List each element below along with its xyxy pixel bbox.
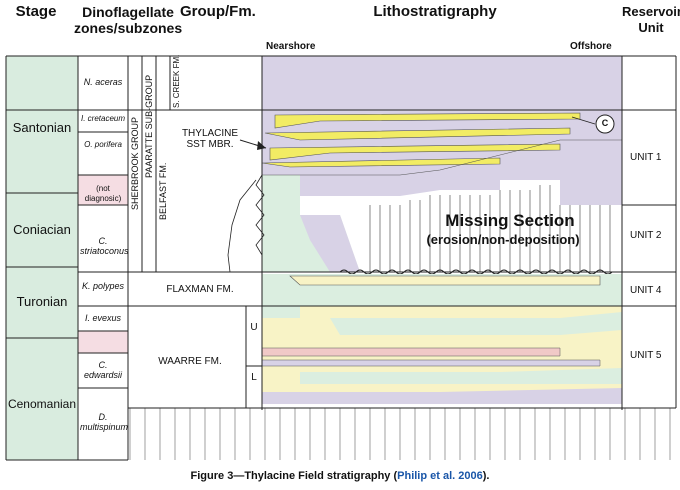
zone-i-cretaceum: I. cretaceum [80,114,125,123]
stage-column [6,56,78,460]
belfast-fm-label: BELFAST FM. [158,162,168,220]
unit-4: UNIT 4 [630,285,662,296]
zone-not-diagnostic: (not diagnosic) [84,184,122,203]
zone-k-polypes: K. polypes [81,281,125,291]
s-creek-fm-label: S. CREEK FM. [172,54,181,108]
stage-santonian: Santonian [12,120,72,135]
caption-suffix: ). [482,470,490,482]
marker-arrow [571,116,596,125]
zone-c-striatoconus: C. striatoconus [80,236,129,256]
zone-c-edwardsii: C. edwardsii [83,360,123,380]
marker-letter: C [601,118,609,128]
thylacine-sand-strips [261,112,581,168]
waarre-u-label: U [250,322,258,333]
zone-not-diagnostic-box [78,175,128,205]
zone-n-aceras: N. aceras [83,77,123,87]
unit-5: UNIT 5 [630,350,662,361]
reservoir-unit-header: Reservoir Unit [622,4,680,35]
basement-hatch [129,408,671,460]
flaxman-sand-strip [289,275,601,286]
upper-purple-band [262,56,622,111]
caption-prefix: Figure 3—Thylacine Field stratigraphy ( [190,470,398,482]
purple-wedge [300,215,360,272]
stage-turonian: Turonian [16,294,68,309]
zone-pink-box [78,331,128,353]
cen-green-3 [300,368,622,384]
lithostratigraphy-header: Lithostratigraphy [373,3,497,20]
cen-purple-strip [261,359,601,367]
caption-reference-link[interactable]: Philip et al. 2006 [397,470,483,482]
belfast-zigzag [255,174,265,272]
missing-section-hatch [369,185,611,272]
grid-lines [5,55,677,461]
stage-header: Stage [15,3,57,20]
zone-o-porifera: O. porifera [84,140,122,149]
cen-purple-bottom [262,388,622,404]
waarre-label: WAARRE FM. [158,356,222,367]
missing-section-title: Missing Section [445,211,575,230]
waarre-l-label: L [251,372,257,383]
group-fm-header: Group/Fm. [180,3,256,20]
stage-coniacian: Coniacian [13,222,71,237]
flaxman-label: FLAXMAN FM. [166,284,234,295]
sherbrook-group-label: SHERBROOK GROUP [130,116,140,210]
cen-pink-strip [261,347,561,357]
dinoflagellate-header: Dinoflagellate zones/subzones [74,4,183,36]
thylacine-label: THYLACINE SST MBR. [181,128,239,150]
belfast-contact [227,179,257,273]
missing-section-sub: (erosion/non-deposition) [426,232,580,247]
figure-caption: Figure 3—Thylacine Field stratigraphy (P… [0,470,680,482]
offshore-label: Offshore [570,41,612,52]
nearshore-label: Nearshore [266,41,316,52]
unit-2: UNIT 2 [630,230,662,241]
zone-d-multispinum: D. multispinum [80,412,129,432]
paaratte-subgroup-label: PAARATTE SUB-GROUP [144,74,154,178]
purple-steps [262,139,622,176]
cen-green-1 [262,306,300,318]
zone-i-evexus: I. evexus [84,313,122,323]
thylacine-arrow-head [257,141,266,150]
unit-1: UNIT 1 [630,152,662,163]
stage-cenomanian: Cenomanian [7,397,77,411]
marker-circle [595,114,615,134]
cen-green-2 [330,312,622,335]
